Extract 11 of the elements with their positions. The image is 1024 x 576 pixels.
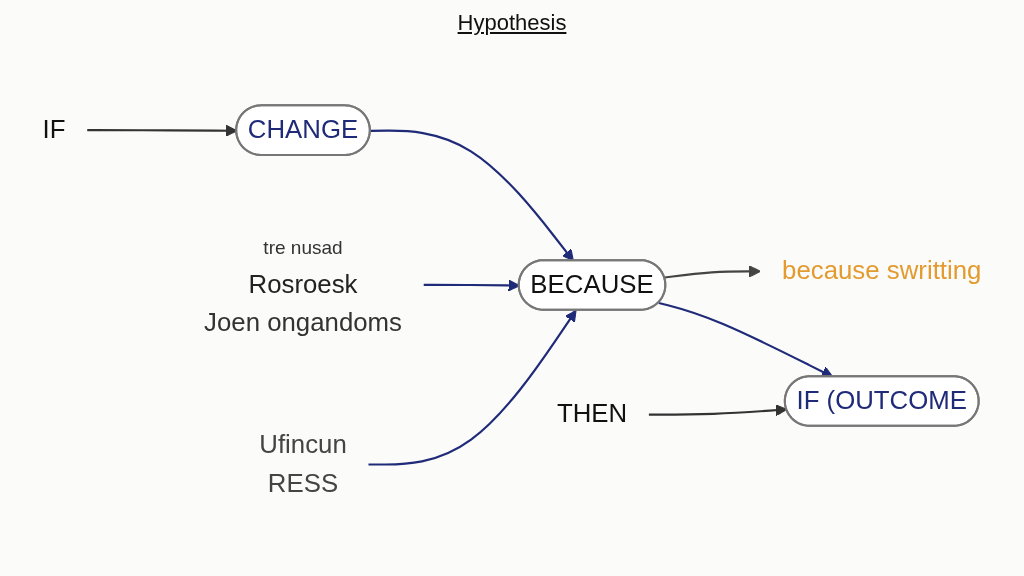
- arrow: [368, 309, 577, 466]
- arrow: [648, 404, 788, 417]
- diagram-title: Hypothesis: [457, 10, 567, 36]
- node-label: Joen ongandoms: [204, 308, 402, 337]
- node-text: IF: [42, 114, 66, 144]
- node-text: THEN: [556, 399, 628, 428]
- node-text: Rosroesk: [248, 269, 358, 299]
- node-label: tre nusad: [263, 236, 343, 259]
- arrow: [664, 265, 761, 279]
- node-text: because swritting: [782, 256, 982, 285]
- node-text: Ufincun RESS: [259, 429, 347, 498]
